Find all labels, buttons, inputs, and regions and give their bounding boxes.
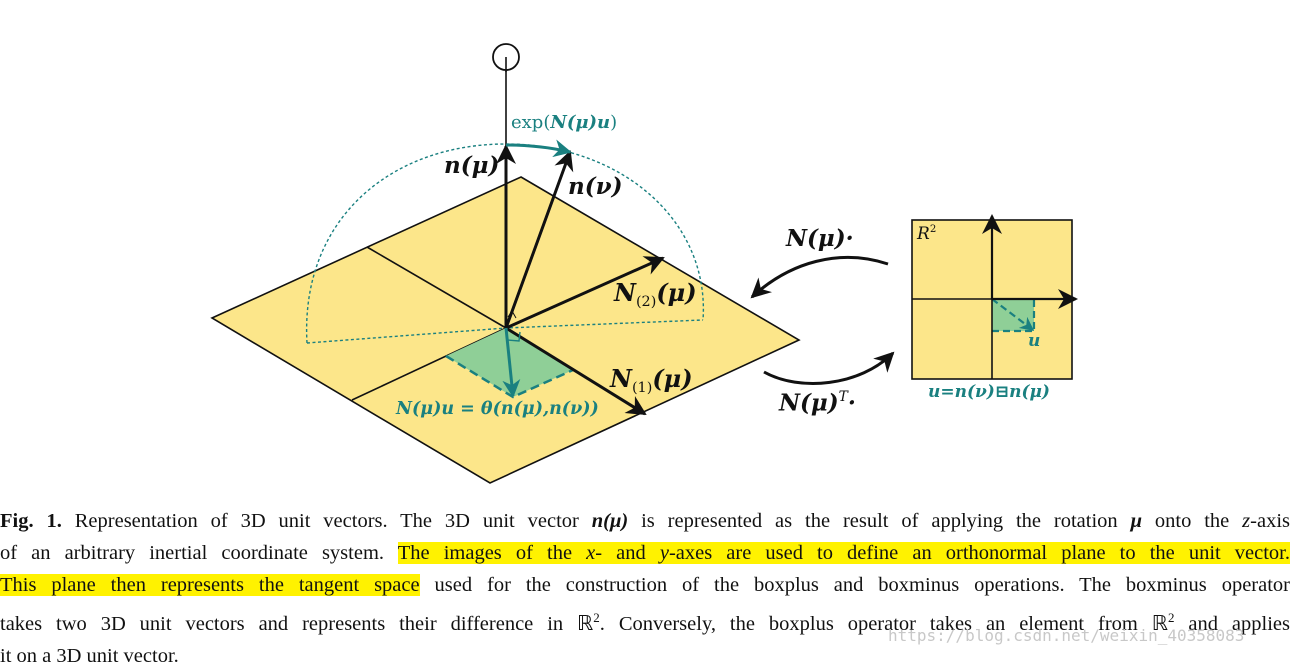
plane-divider-upper-left [366,246,507,329]
forward-map-arrow [750,255,889,299]
right-angle-marker-black [507,310,517,319]
r2-sup: 2 [929,224,937,235]
backward-map-label: N(μ)T· [779,389,856,417]
backward-map-dot: · [847,389,856,417]
caption-fig-label: Fig. 1. [0,510,62,532]
backward-map-sup: T [838,389,848,405]
caption-text: of an arbitrary inertial coordinate syst… [0,542,398,565]
caption-text: takes two 3D unit vectors and represents… [0,612,594,635]
caption-text: is represented as the result of applying… [628,510,1131,532]
theta-equation-label: N(μ)u = θ(n(μ),n(ν)) [396,399,599,419]
caption-text: Representation of 3D unit vectors. The 3… [61,510,592,532]
caption-math-x: x [586,542,596,565]
right-angle-marker-teal [506,331,521,342]
exp-map-arrow [505,139,572,158]
caption-text: -axes are used to define an orthonormal … [668,542,1290,565]
figure: exp(N(μ)u) n(μ) n(ν) N(2)(μ) N(1)(μ) N(μ… [210,43,1078,484]
u-label: u [1028,331,1041,351]
exp-prefix: exp( [511,112,551,133]
caption-text: . Conversely, the boxplus operator takes… [599,612,1168,635]
r2-u-vector [991,298,1035,331]
caption-line-2: of an arbitrary inertial coordinate syst… [0,537,1290,569]
figure-diagram [210,43,1078,484]
r2-label: R2 [917,224,936,244]
r2-base: R [917,224,930,245]
n1-arg: (μ) [652,364,693,393]
caption-text: onto the [1141,510,1243,532]
caption-text: The images of the [397,542,587,565]
n-nu-arrow [504,150,574,329]
caption-sup: 2 [1168,609,1175,625]
caption-math-n-mu: n(μ) [591,510,629,532]
caption-math-y: y [659,542,669,565]
caption-text: -axis [1250,510,1290,532]
n1-sub: (1) [631,380,653,397]
n-nu-label: n(ν) [568,173,623,200]
exp-u: u [597,112,611,133]
caption-math-mu: μ [1130,510,1142,532]
n1-base: N [610,364,632,393]
watermark: https://blog.csdn.net/weixin_40358083 [888,626,1245,645]
caption-text: - and [595,542,660,565]
backward-map-base: N(μ) [779,389,839,417]
caption-line-3: This plane then represents the tangent s… [0,569,1290,601]
boxminus-equation-label: u=n(ν)⊟n(μ) [928,382,1050,402]
n2-sub: (2) [635,294,657,311]
exp-N: N [550,112,567,133]
caption-sup: 2 [593,609,600,625]
caption-line-4: takes two 3D unit vectors and represents… [0,602,1290,640]
n2-axis-arrow [505,256,665,330]
n-mu-label: n(μ) [444,152,500,179]
exp-close: ) [610,112,618,133]
caption-line-1: Fig. 1. Representation of 3D unit vector… [0,505,1290,537]
n2-base: N [614,278,636,307]
caption-highlight-1: The images of the x- and y-axes are used… [397,542,1290,565]
n1-axis-arrow [505,326,647,416]
exp-mu: (μ) [566,112,598,133]
caption-math-z: z [1242,510,1251,532]
n2-axis-label: N(2)(μ) [614,278,697,310]
n1-axis-label: N(1)(μ) [610,364,693,396]
backward-map-arrow [763,351,895,385]
forward-map-label: N(μ)· [786,225,854,252]
n2-arg: (μ) [656,278,697,307]
figure-caption: Fig. 1. Representation of 3D unit vector… [0,505,1290,672]
caption-text: used for the construction of the boxplus… [419,574,1290,597]
caption-text: and applies [1174,612,1290,635]
caption-highlight-2: This plane then represents the tangent s… [0,574,420,597]
exp-map-label: exp(N(μ)u) [511,112,617,133]
r2-patch-dashed-edge [992,299,1036,333]
